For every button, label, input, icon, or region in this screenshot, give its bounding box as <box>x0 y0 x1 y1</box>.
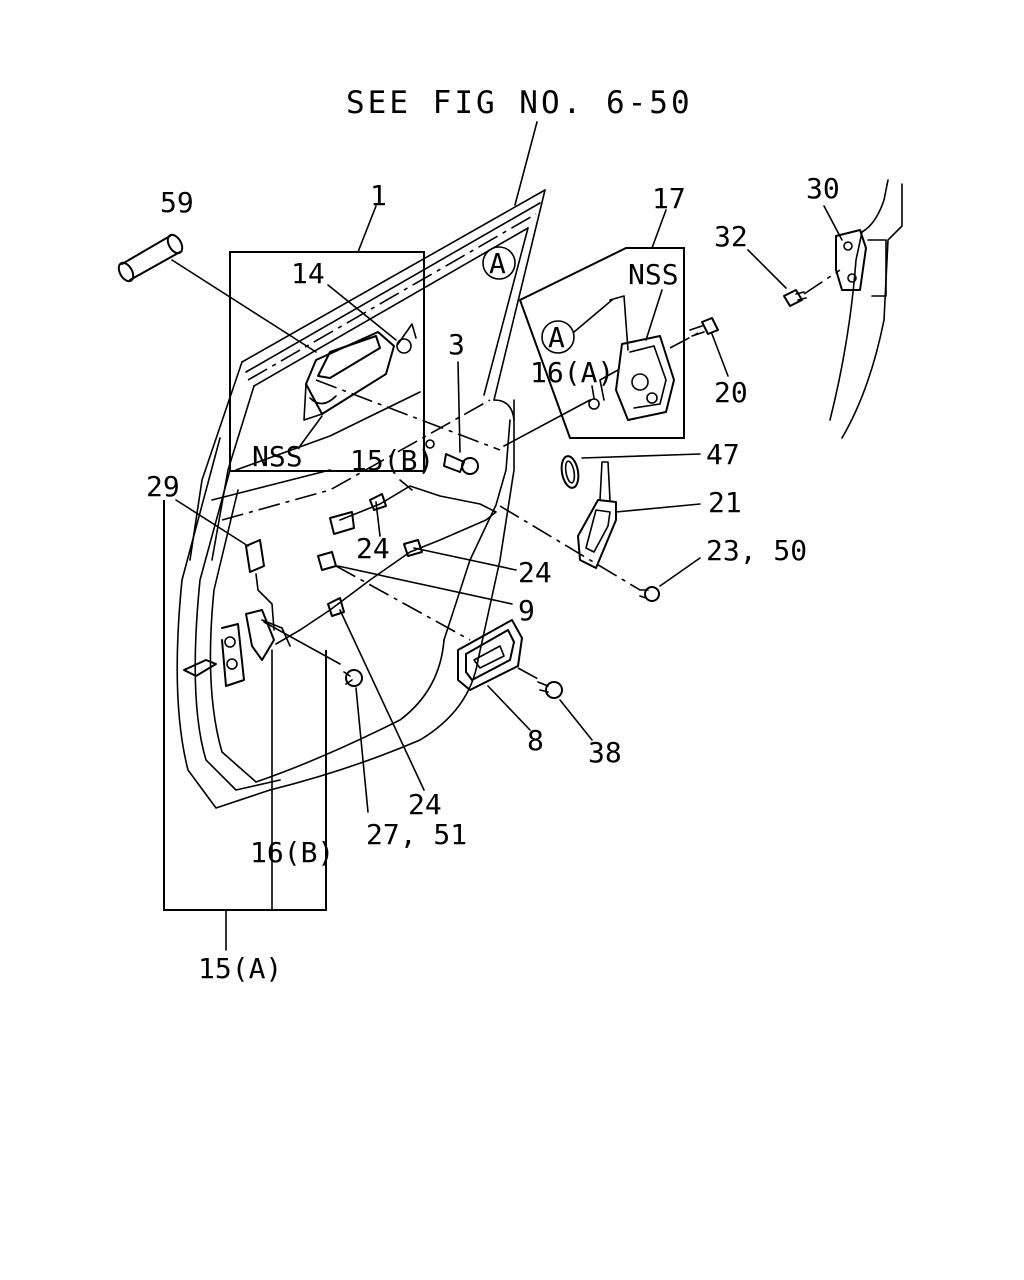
callout-27-51: 27, 51 <box>366 818 467 851</box>
callout-47: 47 <box>706 438 740 471</box>
callout-14: 14 <box>291 257 325 290</box>
callout-9: 9 <box>518 594 535 627</box>
clip-16a <box>588 398 600 410</box>
callout-38: 38 <box>588 736 622 769</box>
callout-20: 20 <box>714 376 748 409</box>
callout-nss-2: NSS <box>628 258 679 291</box>
callout-24-a: 24 <box>356 532 390 565</box>
inside-handle-bezel-8 <box>457 619 523 691</box>
callout-23-50: 23, 50 <box>706 534 807 567</box>
callout-box-1 <box>229 251 425 472</box>
reference-a-circle-1 <box>482 246 516 280</box>
outside-door-handle <box>303 323 417 421</box>
leader-handle-rod <box>315 379 501 451</box>
figure-reference-title: SEE FIG NO. 6-50 <box>346 85 693 121</box>
grommet-47 <box>560 455 580 489</box>
callout-21: 21 <box>708 486 742 519</box>
callout-bracket-15a <box>163 500 327 911</box>
leader-59 <box>171 259 317 353</box>
screw-27-51 <box>343 669 363 687</box>
screw-32 <box>783 289 807 307</box>
reference-a-circle-2 <box>541 320 575 354</box>
lock-rod-16b <box>245 609 291 661</box>
door-panel <box>176 189 546 809</box>
clip-24 <box>327 493 423 617</box>
callout-16b: 16(B) <box>250 836 334 869</box>
callout-59: 59 <box>160 186 194 219</box>
callout-15b: 15(B) <box>350 444 434 477</box>
callout-29: 29 <box>146 470 180 503</box>
door-striker-30 <box>835 229 867 291</box>
inside-lock-knob <box>183 623 245 687</box>
callout-a-2: A <box>548 321 565 354</box>
clip-9 <box>317 551 337 571</box>
screw-23-50 <box>639 586 660 602</box>
inside-handle-21 <box>577 461 617 569</box>
bolt-3 <box>425 439 479 475</box>
callout-nss-1: NSS <box>252 440 303 473</box>
weatherstrip-tube <box>117 233 184 283</box>
callout-17: 17 <box>652 182 686 215</box>
body-pillar <box>829 179 903 439</box>
leader-24a <box>375 501 381 537</box>
switch-29 <box>245 539 275 631</box>
screw-20 <box>689 317 719 337</box>
callout-15a: 15(A) <box>198 952 282 985</box>
callout-1: 1 <box>370 179 387 212</box>
callout-16a: 16(A) <box>530 356 614 389</box>
callout-a-1: A <box>489 247 506 280</box>
callout-32: 32 <box>714 220 748 253</box>
door-lock-assembly <box>599 295 675 421</box>
title-leader <box>514 121 538 206</box>
callout-3: 3 <box>448 328 465 361</box>
callout-30: 30 <box>806 172 840 205</box>
callout-8: 8 <box>527 724 544 757</box>
callout-24-b: 24 <box>518 556 552 589</box>
callout-24-c: 24 <box>408 788 442 821</box>
screw-38 <box>537 681 563 699</box>
